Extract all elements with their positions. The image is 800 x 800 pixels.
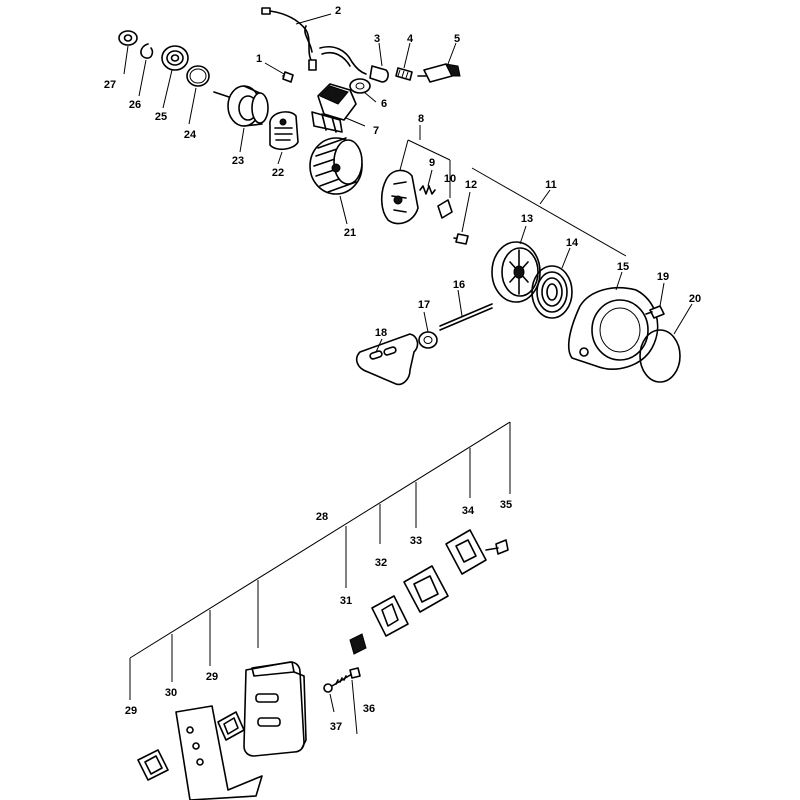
callout-25: 25	[155, 111, 167, 123]
callout-13: 13	[521, 213, 533, 225]
callout-34: 34	[462, 505, 475, 517]
part-16-rope	[439, 303, 493, 331]
muffler-group-bracket	[129, 421, 511, 700]
callout-labels: 1 2 3 4 5 6 7 8 9 10 11 12 13 14 15 16 1…	[104, 5, 701, 733]
part-3-plug-cap	[319, 46, 389, 83]
part-13-rope-pulley	[491, 241, 541, 303]
callout-24: 24	[184, 129, 197, 141]
part-36-screw	[331, 667, 361, 687]
part-18-starter-handle	[355, 333, 419, 386]
part-5-spark-plug	[417, 63, 461, 83]
callout-11: 11	[545, 179, 557, 191]
callout-8: 8	[418, 113, 424, 125]
callout-4: 4	[407, 33, 414, 45]
callout-18: 18	[375, 327, 387, 339]
part-34-gasket	[445, 529, 487, 575]
callout-31: 31	[340, 595, 352, 607]
callout-6: 6	[381, 98, 387, 110]
part-28-muffler	[243, 661, 307, 757]
callout-17: 17	[418, 299, 430, 311]
part-15-starter-housing	[567, 286, 659, 370]
callout-2: 2	[335, 5, 341, 17]
callout-1: 1	[256, 53, 262, 65]
callout-14: 14	[566, 237, 579, 249]
callout-16: 16	[453, 279, 465, 291]
callout-37: 37	[330, 721, 342, 733]
part-14-recoil-spring	[531, 265, 573, 319]
callout-27: 27	[104, 79, 116, 91]
part-31-deflector	[349, 633, 367, 655]
callout-36: 36	[363, 703, 375, 715]
callout-30: 30	[165, 687, 177, 699]
callout-23: 23	[232, 155, 244, 167]
part-24-snap-ring	[186, 65, 210, 87]
part-8-pawl-housing	[380, 169, 419, 225]
part-20-o-ring	[639, 329, 681, 383]
part-10-pawl	[437, 199, 453, 219]
callout-29-upper: 29	[206, 671, 218, 683]
part-32-gasket	[371, 595, 409, 637]
callout-33: 33	[410, 535, 422, 547]
part-35-bolt	[485, 539, 509, 555]
callout-35: 35	[500, 499, 512, 511]
part-23-clutch-drum	[213, 85, 269, 127]
part-25-bearing	[161, 45, 189, 71]
callout-29-lower: 29	[125, 705, 137, 717]
callout-10: 10	[444, 173, 456, 185]
part-29-gasket-lower	[137, 749, 169, 781]
callout-15: 15	[617, 261, 629, 273]
callout-19: 19	[657, 271, 669, 283]
part-17-rope-guide	[418, 331, 438, 349]
part-37-washer	[323, 683, 333, 693]
part-21-flywheel	[309, 137, 363, 195]
part-4-terminal	[395, 67, 413, 81]
part-1-screw	[282, 71, 294, 83]
callout-21: 21	[344, 227, 356, 239]
part-19-screw	[645, 305, 665, 319]
part-27-washer	[118, 30, 138, 46]
part-29-gasket-upper	[217, 711, 245, 741]
part-2-wire	[261, 7, 317, 71]
callout-32: 32	[375, 557, 387, 569]
callout-28: 28	[316, 511, 328, 523]
part-7-ignition-coil	[311, 83, 357, 133]
top-leader-lines	[123, 13, 693, 353]
bottom-leader-lines	[329, 679, 358, 735]
part-33-plate	[403, 565, 449, 613]
callout-9: 9	[429, 157, 435, 169]
callout-26: 26	[129, 99, 141, 111]
part-6-grommet	[349, 78, 371, 94]
part-12-screw	[453, 233, 469, 245]
callout-3: 3	[374, 33, 380, 45]
callout-12: 12	[465, 179, 477, 191]
callout-5: 5	[454, 33, 460, 45]
callout-22: 22	[272, 167, 284, 179]
part-22-clutch-assembly	[269, 111, 299, 151]
callout-7: 7	[373, 125, 379, 137]
callout-20: 20	[689, 293, 701, 305]
part-30-heat-shield	[175, 705, 263, 800]
part-9-spring	[419, 185, 436, 195]
part-26-circlip	[140, 43, 154, 59]
